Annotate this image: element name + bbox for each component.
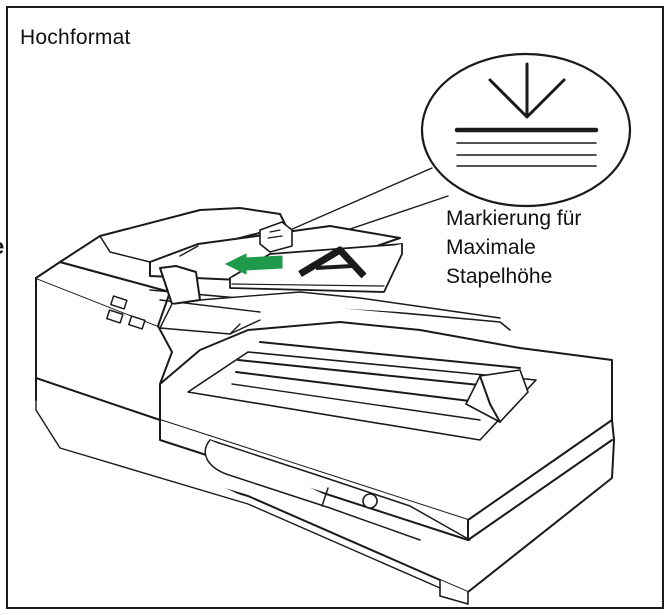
figure-title: Hochformat — [20, 26, 131, 49]
magnifier-detail — [420, 52, 632, 208]
callout-line-3: Stapelhöhe — [446, 265, 553, 288]
feed-direction-arrow — [224, 253, 283, 275]
paper-stack — [229, 243, 403, 293]
scanner-body — [35, 261, 615, 605]
callout-line-1: Markierung für — [446, 207, 582, 230]
cut-off-text-fragment: e — [0, 236, 6, 258]
max-stack-height-callout: Markierung für Maximale Stapelhöhe — [446, 204, 581, 291]
leader-line-top — [273, 167, 433, 238]
callout-line-2: Maximale — [446, 236, 536, 259]
